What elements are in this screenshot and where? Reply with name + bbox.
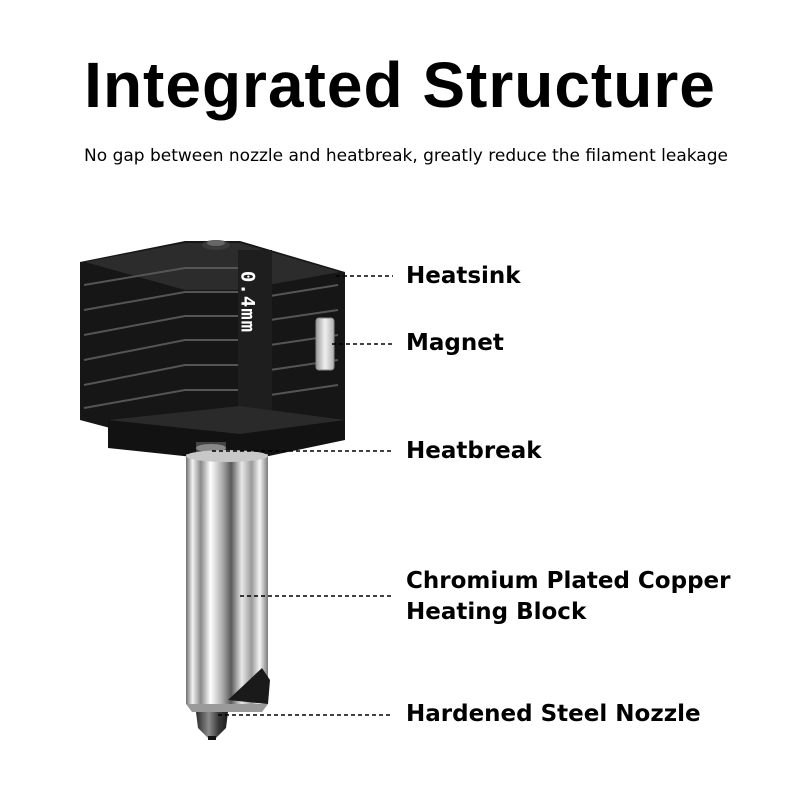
leader-lines [212,275,393,716]
callout-nozzle: Hardened Steel Nozzle [406,701,701,727]
callout-heatbreak: Heatbreak [406,438,542,464]
heatsink [80,240,345,462]
heating-block [186,450,270,712]
callout-magnet: Magnet [406,330,504,356]
page-title: Integrated Structure [84,49,716,121]
page-subtitle: No gap between nozzle and heatbreak, gre… [84,146,728,166]
callout-heating-block-line1: Chromium Plated Copper [406,568,731,594]
callout-heating-block-line2: Heating Block [406,599,587,625]
nozzle [196,712,228,740]
magnet [315,317,335,371]
callout-heatsink: Heatsink [406,263,521,289]
nozzle-size-marking: 0.4mm [237,271,259,333]
